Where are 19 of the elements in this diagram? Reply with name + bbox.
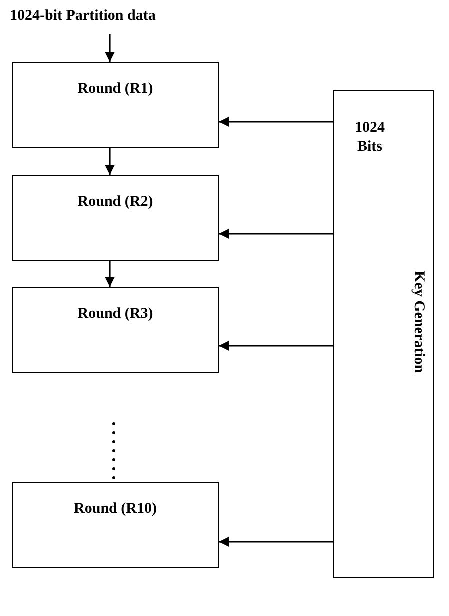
round-title: Round (R1) xyxy=(76,81,154,98)
input-label: 1024-bit Partition data xyxy=(10,8,180,28)
round-title: Round (R3) xyxy=(76,306,154,323)
round-box xyxy=(12,175,219,261)
key-generation-label: Key Generation xyxy=(410,271,427,374)
arrow xyxy=(105,34,115,62)
arrow xyxy=(105,148,115,175)
arrow xyxy=(219,229,333,239)
round-box xyxy=(12,287,219,373)
arrow xyxy=(219,537,333,547)
key-generation-box xyxy=(333,90,434,578)
round-box xyxy=(12,482,219,568)
round-box xyxy=(12,62,219,148)
bits-label: 1024 Bits xyxy=(354,119,386,157)
arrow xyxy=(105,261,115,287)
round-title: Round (R10) xyxy=(73,501,158,518)
arrow xyxy=(219,341,333,351)
arrow xyxy=(219,117,333,127)
round-title: Round (R2) xyxy=(76,194,154,211)
